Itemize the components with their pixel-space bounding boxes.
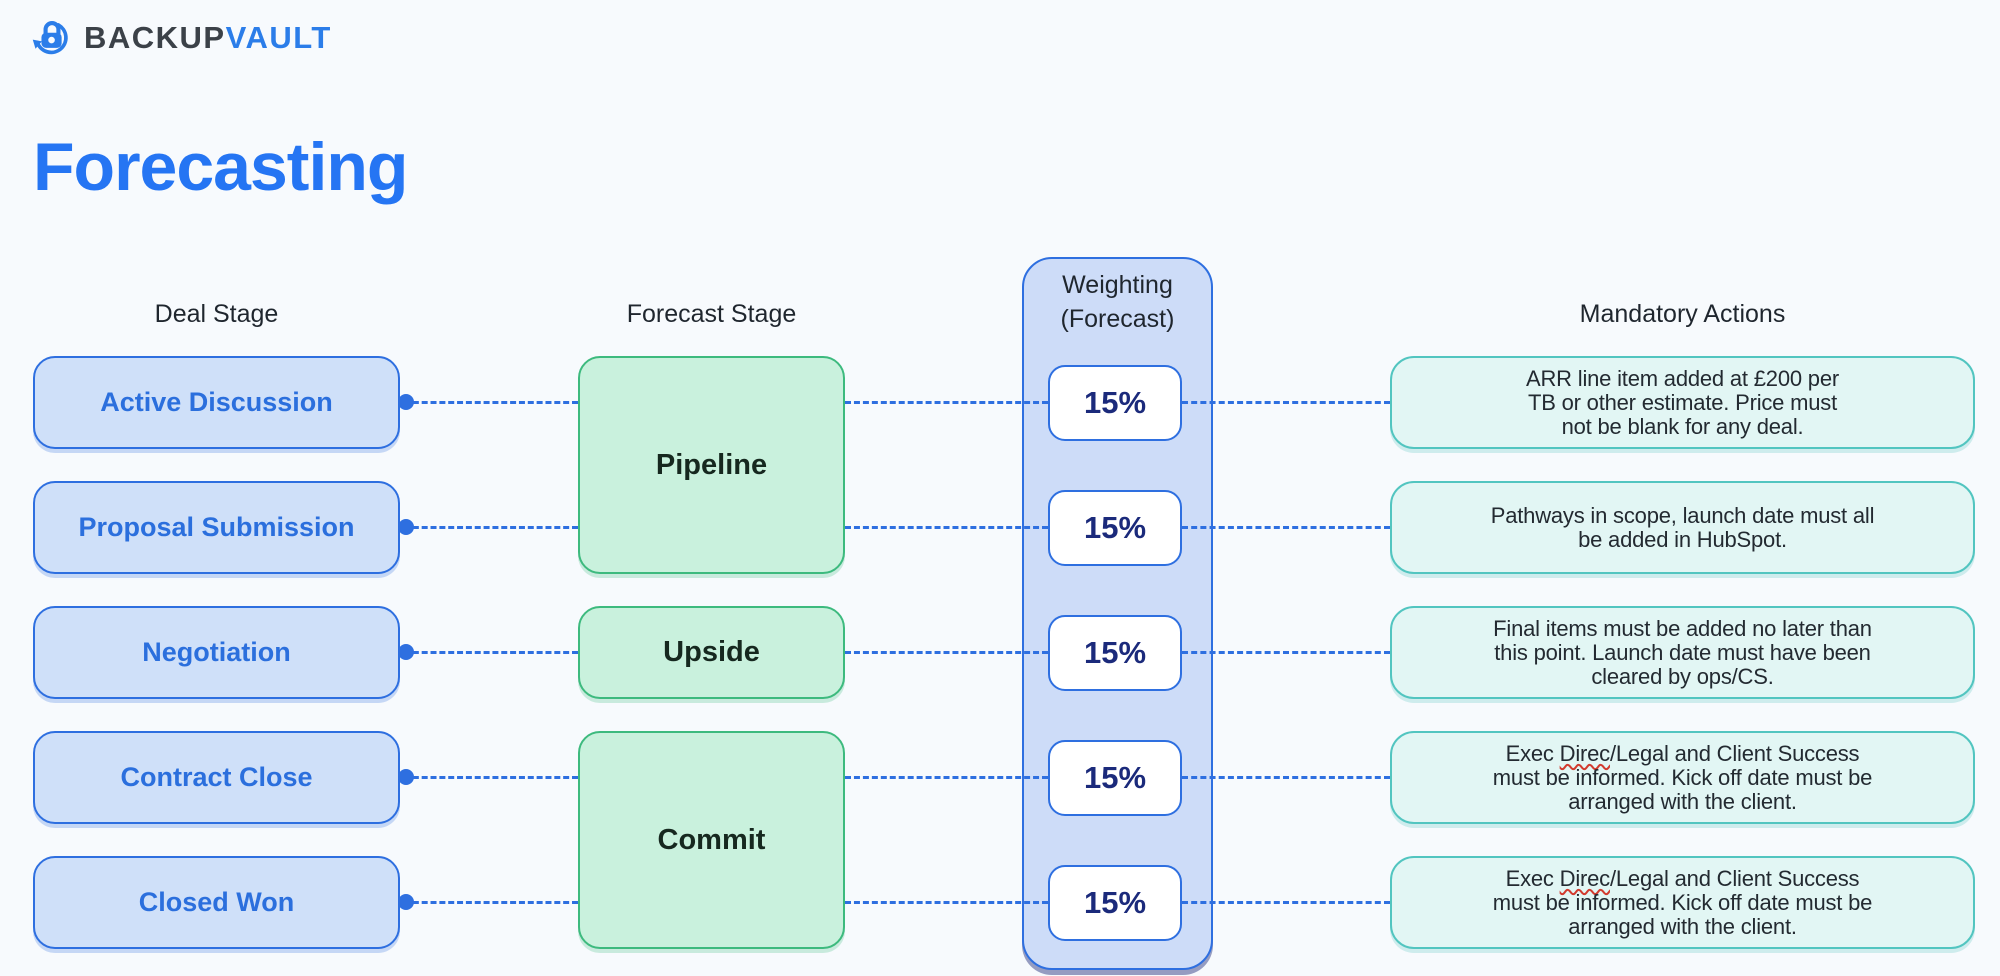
action-text-line: must be informed. Kick off date must be [1492, 764, 1873, 790]
connector-dashed-line [404, 401, 578, 404]
deal-stage-proposal-submission: Proposal Submission [33, 481, 400, 574]
brand-name: BACKUPVAULT [84, 20, 332, 56]
connector-dashed-line [1182, 776, 1390, 779]
action-text-misspelled-word: Direc [1559, 740, 1611, 766]
page-title: Forecasting [33, 129, 408, 205]
weighting-panel [1022, 257, 1213, 970]
weighting-header-line1: Weighting [1062, 271, 1173, 299]
column-header-deal-stage: Deal Stage [154, 300, 279, 328]
mandatory-action-negotiation: Final items must be added no later than … [1390, 606, 1975, 699]
weighting-badge: 15% [1048, 740, 1182, 816]
action-text-fragment: /Legal and Client Success [1609, 865, 1860, 891]
action-text-line: cleared by ops/CS. [1591, 663, 1774, 689]
mandatory-action-proposal-submission: Pathways in scope, launch date must all … [1390, 481, 1975, 574]
deal-stage-active-discussion: Active Discussion [33, 356, 400, 449]
connector-dashed-line [845, 901, 1048, 904]
action-text-line: not be blank for any deal. [1561, 413, 1804, 439]
connector-dashed-line [404, 526, 578, 529]
brand-logo: BACKUPVAULT [30, 12, 332, 63]
action-text-fragment: Exec [1505, 740, 1560, 766]
action-text-fragment: /Legal and Client Success [1609, 740, 1860, 766]
brand-name-secondary: VAULT [225, 19, 332, 55]
weighting-badge: 15% [1048, 865, 1182, 941]
action-text-misspelled-word: Direc [1559, 865, 1611, 891]
action-text-line: Pathways in scope, launch date must all [1490, 502, 1875, 528]
action-text-line: Final items must be added no later than [1493, 615, 1872, 641]
action-text-line: be added in HubSpot. [1578, 526, 1787, 552]
action-text-line: this point. Launch date must have been [1494, 639, 1871, 665]
weighting-header-line2: (Forecast) [1060, 305, 1175, 333]
mandatory-action-active-discussion: ARR line item added at £200 per TB or ot… [1390, 356, 1975, 449]
deal-stage-negotiation: Negotiation [33, 606, 400, 699]
action-text-line: arranged with the client. [1568, 913, 1797, 939]
column-header-forecast-stage: Forecast Stage [626, 300, 797, 328]
weighting-badge: 15% [1048, 365, 1182, 441]
forecast-stage-upside: Upside [578, 606, 845, 699]
connector-dashed-line [404, 651, 578, 654]
connector-dashed-line [404, 901, 578, 904]
forecast-stage-commit: Commit [578, 731, 845, 949]
deal-stage-contract-close: Contract Close [33, 731, 400, 824]
connector-dashed-line [404, 776, 578, 779]
backup-lock-icon [30, 12, 74, 63]
forecast-stage-pipeline: Pipeline [578, 356, 845, 574]
weighting-badge: 15% [1048, 615, 1182, 691]
connector-dashed-line [1182, 401, 1390, 404]
action-text-line: ARR line item added at £200 per [1526, 365, 1839, 391]
action-text-line: Exec Direc/Legal and Client Success [1505, 865, 1860, 891]
connector-dashed-line [845, 526, 1048, 529]
connector-dashed-line [1182, 901, 1390, 904]
action-text-fragment: Exec [1505, 865, 1560, 891]
action-text-line: must be informed. Kick off date must be [1492, 889, 1873, 915]
connector-dashed-line [1182, 651, 1390, 654]
action-text-line: Exec Direc/Legal and Client Success [1505, 740, 1860, 766]
action-text-line: arranged with the client. [1568, 788, 1797, 814]
connector-dashed-line [1182, 526, 1390, 529]
action-text-line: TB or other estimate. Price must [1527, 389, 1838, 415]
connector-dashed-line [845, 651, 1048, 654]
brand-name-primary: BACKUP [84, 19, 226, 55]
connector-dashed-line [845, 401, 1048, 404]
mandatory-action-contract-close: Exec Direc/Legal and Client Success must… [1390, 731, 1975, 824]
column-header-weighting: Weighting (Forecast) [1022, 268, 1213, 336]
mandatory-action-closed-won: Exec Direc/Legal and Client Success must… [1390, 856, 1975, 949]
weighting-badge: 15% [1048, 490, 1182, 566]
column-header-mandatory-actions: Mandatory Actions [1579, 300, 1786, 328]
connector-dashed-line [845, 776, 1048, 779]
deal-stage-closed-won: Closed Won [33, 856, 400, 949]
